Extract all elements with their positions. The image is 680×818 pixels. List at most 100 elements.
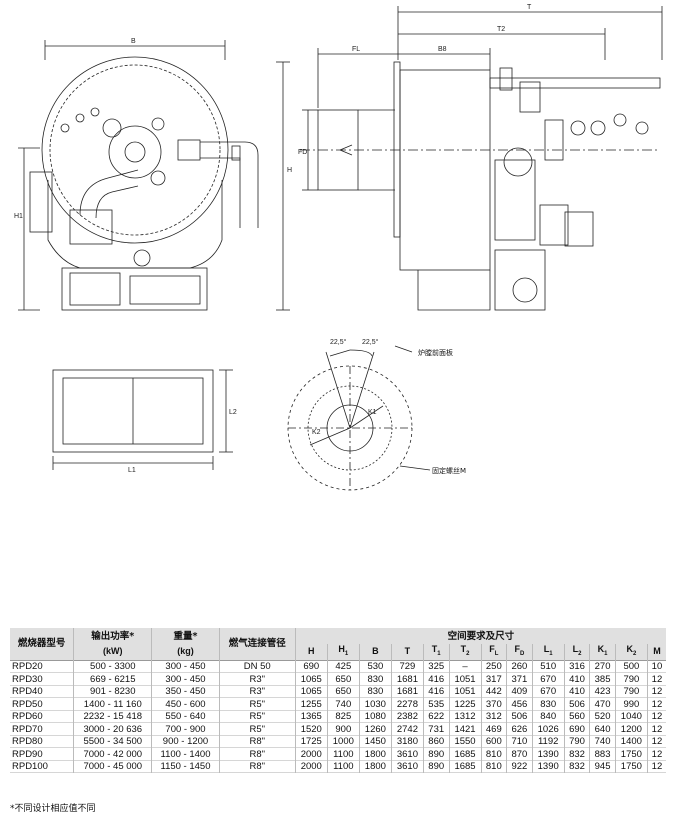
table-cell: 832 — [564, 747, 591, 761]
flange-view — [287, 345, 431, 491]
table-cell: 12 — [651, 673, 663, 685]
col-dim: K1 — [589, 644, 616, 661]
footnote: *不同设计相应值不同 — [10, 804, 96, 814]
table-cell: 1225 — [449, 697, 482, 711]
table-cell: 1100 — [327, 747, 360, 761]
dim-b8-label: B8 — [438, 46, 447, 53]
table-cell: R5" — [219, 710, 296, 723]
col-dim: K2 — [615, 644, 648, 661]
table-cell: 870 — [506, 747, 533, 761]
table-cell: 425 — [327, 660, 360, 673]
table-cell: 317 — [481, 672, 508, 686]
table-cell: 325 — [423, 660, 450, 673]
table-cell: 900 — [327, 722, 360, 736]
col-power-unit: (kW) — [73, 644, 153, 661]
col-dim: FL — [481, 644, 508, 661]
table-cell: 690 — [295, 660, 328, 673]
table-cell: 650 — [327, 685, 360, 698]
col-dim: M — [647, 644, 666, 661]
table-cell: 1750 — [615, 760, 648, 773]
col-dim-main: L — [572, 644, 579, 654]
table-cell: 790 — [615, 672, 648, 686]
table-cell: 640 — [589, 722, 616, 736]
table-cell: 2278 — [391, 697, 424, 711]
cell-model: RPD100 — [10, 760, 75, 773]
table-cell: 371 — [506, 672, 533, 686]
dim-h-label: H — [287, 167, 292, 174]
cell-model: RPD20 — [10, 660, 75, 673]
col-dim-main: B — [372, 646, 379, 657]
table-cell: 922 — [506, 760, 533, 773]
angle-2-label: 22,5° — [362, 338, 379, 346]
dim-t2-label: T2 — [497, 26, 505, 33]
table-cell: 1030 — [359, 697, 392, 711]
col-dim-main: F — [514, 644, 520, 654]
cell-model: RPD70 — [10, 722, 75, 736]
table-cell: 830 — [532, 697, 565, 711]
col-dim-main: T — [404, 646, 411, 657]
col-dim: FD — [506, 644, 533, 661]
table-cell: 810 — [481, 747, 508, 761]
table-cell: 600 — [481, 735, 508, 748]
table-cell: 890 — [423, 747, 450, 761]
table-cell: 1725 — [295, 735, 328, 748]
table-cell: 883 — [589, 747, 616, 761]
table-cell: 300 - 450 — [151, 672, 220, 686]
table-cell: R8" — [219, 760, 296, 773]
table-cell: 790 — [615, 685, 648, 698]
table-cell: 2742 — [391, 722, 424, 736]
col-dim: L1 — [532, 644, 565, 661]
table-cell: 669 - 6215 — [73, 672, 153, 686]
bolt-note: 固定螺丝M — [432, 466, 466, 475]
table-cell: 990 — [615, 697, 648, 711]
table-header-row: 燃烧器型号 输出功率* 重量* 燃气连接管径 空间要求及尺寸 — [10, 628, 666, 661]
table-cell: 1685 — [449, 747, 482, 761]
table-cell: 550 - 640 — [151, 710, 220, 723]
table-cell: 650 — [327, 672, 360, 686]
table-cell: 1000 — [327, 735, 360, 748]
table-cell: 12 — [651, 686, 663, 698]
table-cell: 840 — [532, 710, 565, 723]
col-dim-sub: 2 — [578, 650, 582, 657]
table-cell: 3610 — [391, 760, 424, 773]
cell-model: RPD80 — [10, 735, 75, 748]
table-cell: 1051 — [449, 672, 482, 686]
table-cell: 1312 — [449, 710, 482, 723]
table-cell: 1520 — [295, 722, 328, 736]
col-dim-sub: L — [494, 650, 499, 657]
table-cell: 1365 — [295, 710, 328, 723]
col-dim: B — [359, 644, 392, 661]
table-cell: 530 — [359, 660, 392, 673]
col-dim-main: T — [431, 644, 438, 654]
table-cell: 385 — [589, 672, 616, 686]
col-dim-sub: 1 — [344, 650, 349, 657]
table-cell: 860 — [423, 735, 450, 748]
col-dim: L2 — [564, 644, 591, 661]
table-cell: – — [449, 660, 482, 673]
table-cell: 1400 - 11 160 — [73, 697, 153, 711]
col-dim-sub: 2 — [632, 650, 637, 657]
table-cell: 1150 - 1450 — [151, 760, 220, 773]
table-cell: 901 - 8230 — [73, 685, 153, 698]
table-cell: 1800 — [359, 747, 392, 761]
table-cell: 450 - 600 — [151, 697, 220, 711]
col-dim-main: H — [338, 644, 345, 654]
table-cell: 1550 — [449, 735, 482, 748]
cell-model: RPD60 — [10, 710, 75, 723]
table-cell: 2000 — [295, 760, 328, 773]
col-dim-sub: 1 — [604, 650, 608, 657]
table-cell: 3610 — [391, 747, 424, 761]
table-cell: 1260 — [359, 722, 392, 736]
table-cell: 250 — [481, 660, 508, 673]
table-cell: 416 — [423, 672, 450, 686]
table-cell: 5500 - 34 500 — [73, 735, 153, 748]
table-cell: 442 — [481, 685, 508, 698]
table-cell: 1100 - 1400 — [151, 747, 220, 761]
table-cell: 1421 — [449, 722, 482, 736]
